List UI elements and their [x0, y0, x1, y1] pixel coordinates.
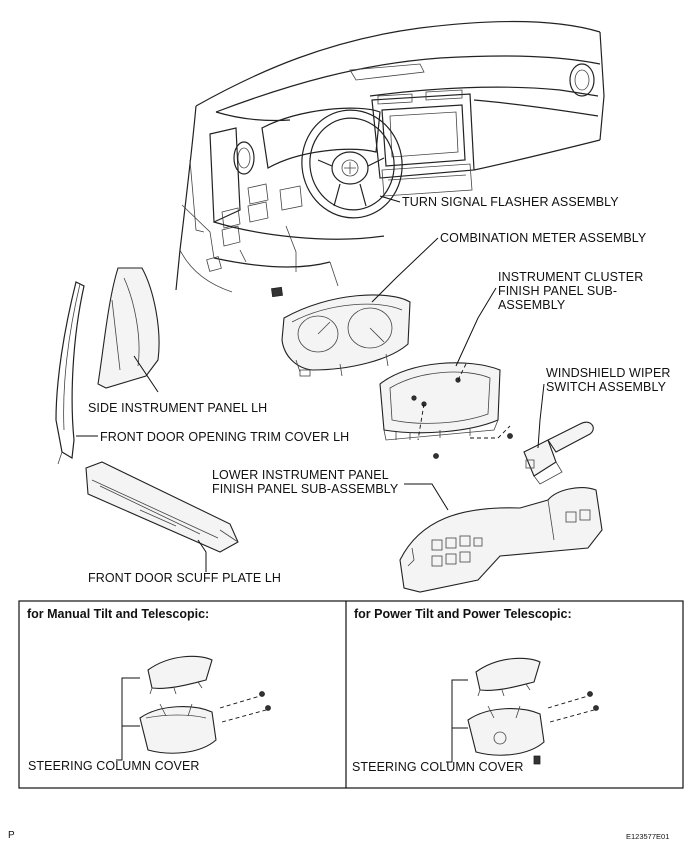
lower-finish-panel-illustration	[399, 487, 603, 593]
power-box-title: for Power Tilt and Power Telescopic:	[354, 607, 572, 621]
combination-meter-label: COMBINATION METER ASSEMBLY	[440, 231, 647, 245]
door-trim-label: FRONT DOOR OPENING TRIM COVER LH	[100, 430, 350, 444]
door-trim-illustration	[55, 281, 85, 465]
wiper-switch-label: WINDSHIELD WIPER SWITCH ASSEMBLY	[546, 366, 671, 394]
combination-meter-illustration	[281, 294, 411, 377]
side-panel-label: SIDE INSTRUMENT PANEL LH	[88, 401, 268, 415]
lower-panel-label: LOWER INSTRUMENT PANEL FINISH PANEL SUB-…	[212, 468, 399, 496]
instrument-cluster-label: INSTRUMENT CLUSTER FINISH PANEL SUB- ASS…	[498, 270, 644, 312]
turn-signal-label: TURN SIGNAL FLASHER ASSEMBLY	[402, 195, 619, 209]
scuff-plate-illustration	[85, 461, 239, 553]
footer-left-code: P	[8, 830, 15, 841]
cluster-finish-panel-illustration	[379, 362, 513, 459]
scuff-plate-label: FRONT DOOR SCUFF PLATE LH	[88, 571, 282, 585]
manual-column-cover-label: STEERING COLUMN COVER	[28, 759, 200, 773]
leader-lines	[76, 195, 545, 572]
manual-box-title: for Manual Tilt and Telescopic:	[27, 607, 210, 621]
dashboard-illustration	[175, 20, 605, 298]
footer-figure-id: E123577E01	[626, 832, 670, 841]
bottom-boxes-frame	[18, 600, 684, 789]
side-panel-illustration	[97, 267, 160, 389]
power-column-cover-illustration	[446, 657, 599, 765]
manual-column-cover-illustration	[116, 655, 271, 761]
wiper-switch-illustration	[523, 421, 594, 485]
power-column-cover-label: STEERING COLUMN COVER	[352, 760, 524, 774]
